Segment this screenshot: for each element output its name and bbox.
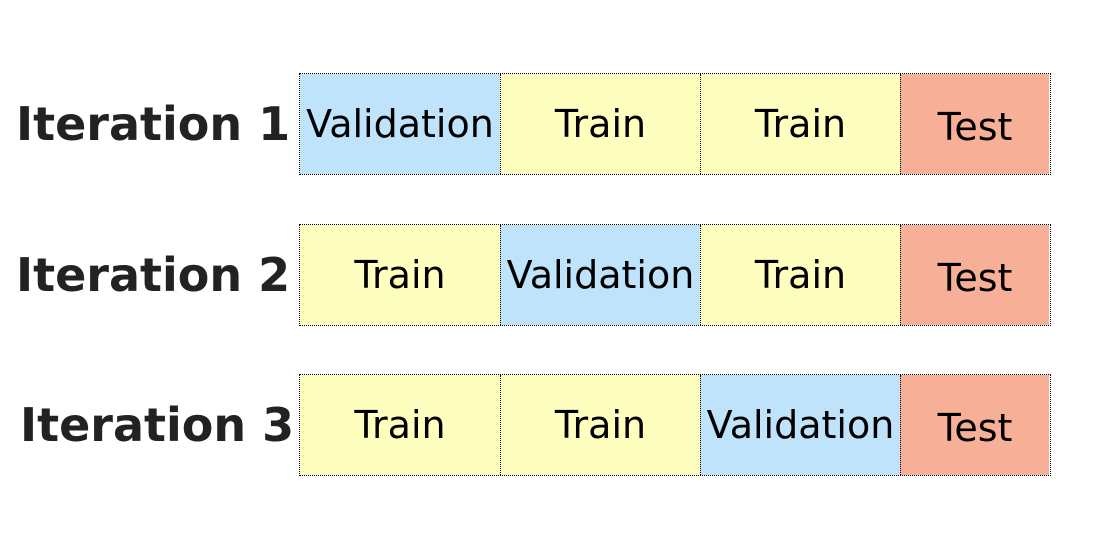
segment-train: Train <box>500 375 700 475</box>
split-bar: Train Train Validation Test <box>299 374 1051 476</box>
segment-train: Train <box>300 375 500 475</box>
iteration-label: Iteration 3 <box>20 398 295 452</box>
iteration-label: Iteration 1 <box>16 97 291 151</box>
segment-validation: Validation <box>300 74 500 174</box>
segment-train: Train <box>300 225 500 325</box>
split-bar: Validation Train Train Test <box>299 73 1051 175</box>
segment-validation: Validation <box>500 225 700 325</box>
segment-train: Train <box>500 74 700 174</box>
segment-validation: Validation <box>700 375 900 475</box>
iteration-row-2: Iteration 2 Train Validation Train Test <box>0 224 1103 326</box>
split-bar: Train Validation Train Test <box>299 224 1051 326</box>
segment-train: Train <box>700 225 900 325</box>
iteration-row-1: Iteration 1 Validation Train Train Test <box>0 73 1103 175</box>
segment-test: Test <box>900 375 1049 475</box>
iteration-label: Iteration 2 <box>16 248 291 302</box>
iteration-row-3: Iteration 3 Train Train Validation Test <box>0 374 1103 476</box>
segment-train: Train <box>700 74 900 174</box>
segment-test: Test <box>900 225 1049 325</box>
segment-test: Test <box>900 74 1049 174</box>
